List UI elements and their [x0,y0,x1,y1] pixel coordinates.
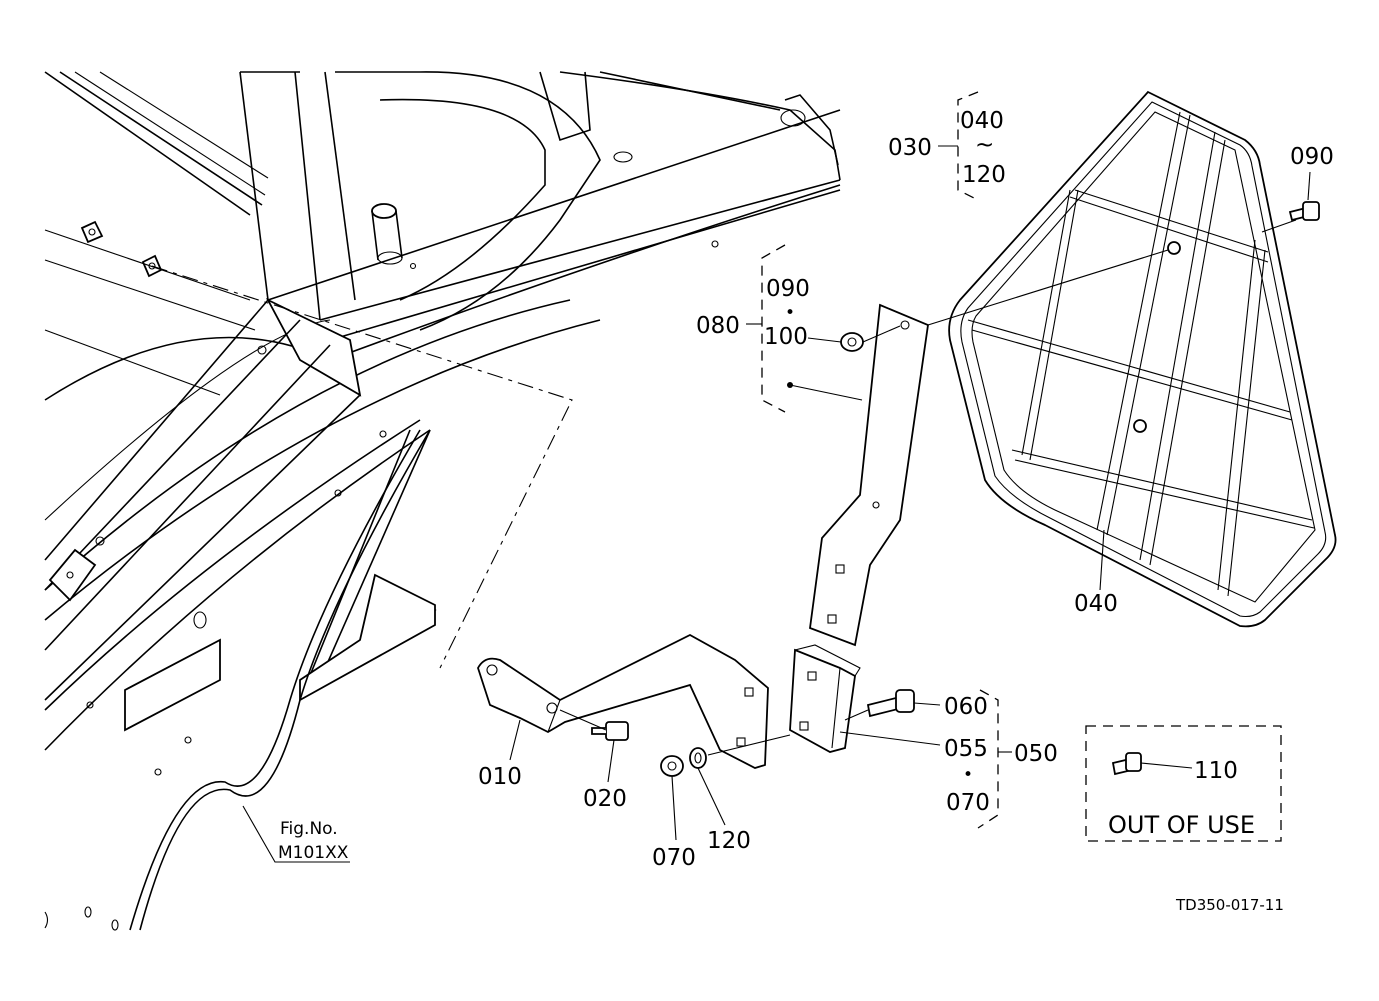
fig-ref-line1: Fig.No. [280,819,338,839]
callout-010: 010 [478,764,522,790]
out-of-use-label: OUT OF USE [1108,811,1255,839]
callout-055: 055 [944,736,988,762]
callout-060: 060 [944,694,988,720]
fig-ref-line2: M101XX [278,843,349,863]
tractor-frame-drawing [44,71,841,931]
callout-range-tilde: ~ [975,132,994,158]
callout-040-range-start: 040 [960,108,1004,134]
callout-120-range-end: 120 [962,162,1006,188]
callout-040: 040 [1074,591,1118,617]
bracket-010 [477,633,769,769]
stay-080 [787,303,929,647]
callout-separator-dot: • [785,303,795,323]
callout-080: 080 [696,313,740,339]
callout-020: 020 [583,786,627,812]
callout-070-group: 070 [946,790,990,816]
nut-100 [807,325,901,352]
callout-110: 110 [1194,758,1238,784]
group-bracket-030 [938,91,979,201]
group-bracket-080 [746,244,786,413]
drawing-code: TD350-017-11 [1175,896,1284,914]
callout-090-group: 090 [766,276,810,302]
screw-090 [1261,171,1320,233]
figure-reference: Fig.No. M101XX [242,805,350,863]
out-of-use-box: 110 OUT OF USE [1085,725,1282,842]
group-bracket-050 [839,689,1012,829]
callout-120-washer: 120 [707,828,751,854]
callout-030: 030 [888,135,932,161]
bolt-060 [844,689,941,721]
callout-070-nut: 070 [652,845,696,871]
callout-090-reflector: 090 [1290,144,1334,170]
reflector-040 [927,90,1337,628]
callout-100: 100 [764,324,808,350]
callout-050: 050 [1014,741,1058,767]
bolt-020 [559,709,629,741]
clamp-055 [789,644,861,753]
callout-separator-dot-2: • [963,765,973,785]
leader-lines [509,719,726,841]
callout-labels: 030 040 ~ 120 090 080 090 • 100 040 010 … [478,108,1334,871]
